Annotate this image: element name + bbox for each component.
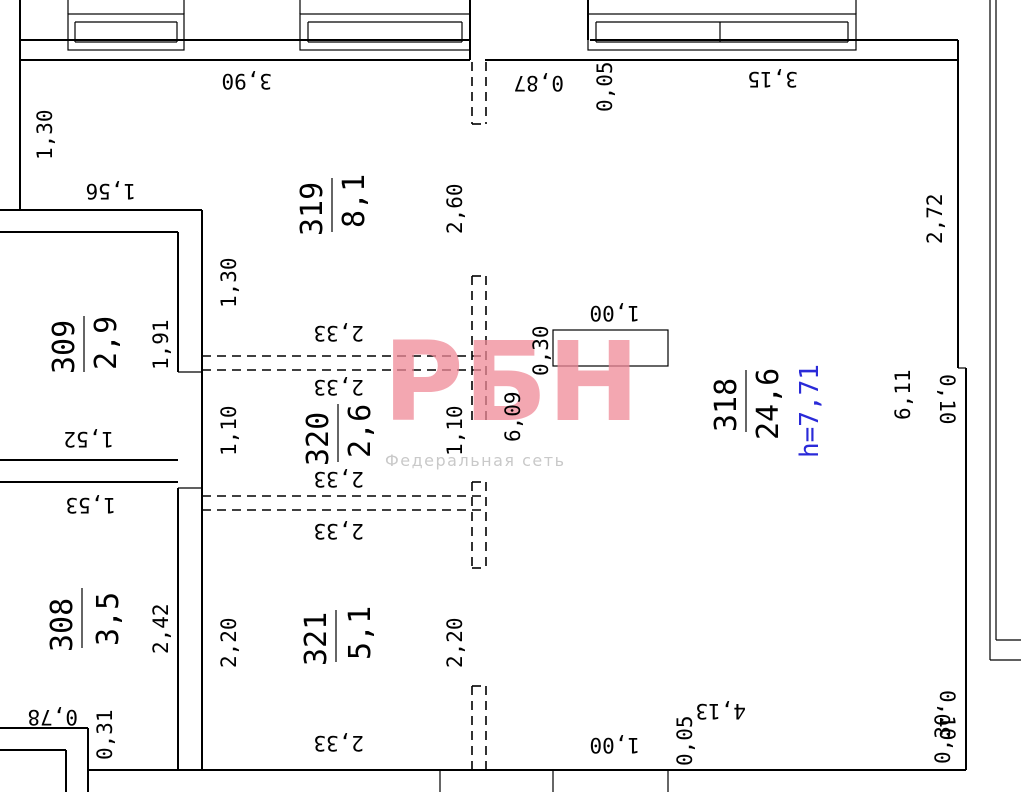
- dim-309-width: 1,52: [63, 427, 114, 451]
- room-309-number: 309: [47, 320, 82, 374]
- dim-320-height-left: 1,10: [217, 405, 241, 456]
- room-318-area: 24,6: [751, 368, 786, 440]
- dim-321-height-right: 2,20: [443, 617, 467, 668]
- watermark-logo: РБН: [383, 318, 640, 446]
- dim-left-top-height: 1,30: [33, 109, 57, 160]
- dim-320-mid-width-1: 2,33: [313, 375, 364, 399]
- left-rooms-walls: [0, 209, 203, 792]
- dim-bottom-left-height: 0,31: [93, 709, 117, 760]
- dim-bottom-right-width: 4,13: [695, 699, 746, 723]
- dim-bottom-left-small: 0,78: [27, 705, 78, 729]
- bottom-wall: [88, 769, 966, 792]
- dim-320-mid-width-2: 2,33: [313, 467, 364, 491]
- dashed-partitions: [202, 62, 487, 770]
- room-308-area: 3,5: [91, 592, 126, 646]
- dim-309-height: 1,91: [149, 319, 173, 370]
- dim-308-height: 2,42: [149, 603, 173, 654]
- right-wall: [957, 0, 1021, 770]
- room-321-area: 5,1: [343, 606, 378, 660]
- room-318-number: 318: [709, 378, 744, 432]
- room-319-number: 319: [295, 182, 330, 236]
- room-319-label: 319 8,1: [295, 174, 372, 236]
- room-318-label: 318 24,6 h=7,71: [709, 364, 825, 458]
- room-319-area: 8,1: [337, 174, 372, 228]
- dim-320-top-width: 2,33: [313, 321, 364, 345]
- room-321-label: 321 5,1: [299, 606, 378, 666]
- dim-bottom-gap: 0,05: [673, 715, 697, 766]
- dim-top-left-width: 3,90: [221, 69, 272, 93]
- watermark-subtitle: Федеральная сеть: [385, 451, 566, 470]
- window-top-left: [67, 0, 185, 51]
- dim-321-bottom-width: 2,33: [313, 731, 364, 755]
- dim-room318-depth: 6,09: [501, 391, 525, 442]
- room-321-number: 321: [299, 612, 334, 666]
- dim-left-upper-width: 1,56: [85, 179, 136, 203]
- top-wall: [19, 0, 991, 660]
- dim-column-depth: 0,30: [529, 325, 553, 376]
- room-309-label: 309 2,9: [47, 316, 124, 374]
- dim-column-width: 1,00: [589, 301, 640, 325]
- dim-top-right-width: 3,15: [747, 67, 798, 91]
- dim-top-gap: 0,05: [593, 61, 617, 112]
- room-308-number: 308: [45, 598, 80, 652]
- room-308-label: 308 3,5: [45, 588, 126, 652]
- room-320-label: 320 2,6: [301, 404, 378, 466]
- window-top-center: [299, 0, 471, 51]
- dimension-labels: 3,90 0,87 3,15 1,56 1,52 1,53 2,33 2,33 …: [27, 61, 959, 766]
- room-320-area: 2,6: [343, 404, 378, 458]
- dim-309-upper-height: 1,30: [217, 257, 241, 308]
- dim-320-bottom-width: 2,33: [313, 519, 364, 543]
- window-top-right: [587, 0, 857, 51]
- dim-room318-right-height: 6,11: [891, 369, 915, 420]
- dim-bottom-right-small: 0,30: [931, 713, 955, 764]
- dim-right-upper-height: 2,72: [923, 193, 947, 244]
- column: [552, 329, 669, 367]
- dim-bottom-right-gap: 0,10: [935, 690, 959, 741]
- dim-320-height-right: 1,10: [443, 405, 467, 456]
- watermark: РБН Федеральная сеть: [383, 318, 640, 470]
- room-318-height: h=7,71: [795, 364, 825, 458]
- dim-321-height-left: 2,20: [217, 617, 241, 668]
- dim-bottom-door: 1,00: [589, 733, 640, 757]
- dim-right-wall-gap: 0,10: [935, 374, 959, 425]
- dim-top-door: 0,87: [513, 71, 564, 95]
- room-309-area: 2,9: [89, 316, 124, 370]
- dim-corridor-upper-height: 2,60: [443, 183, 467, 234]
- dim-308-width: 1,53: [65, 493, 116, 517]
- room-320-number: 320: [301, 412, 336, 466]
